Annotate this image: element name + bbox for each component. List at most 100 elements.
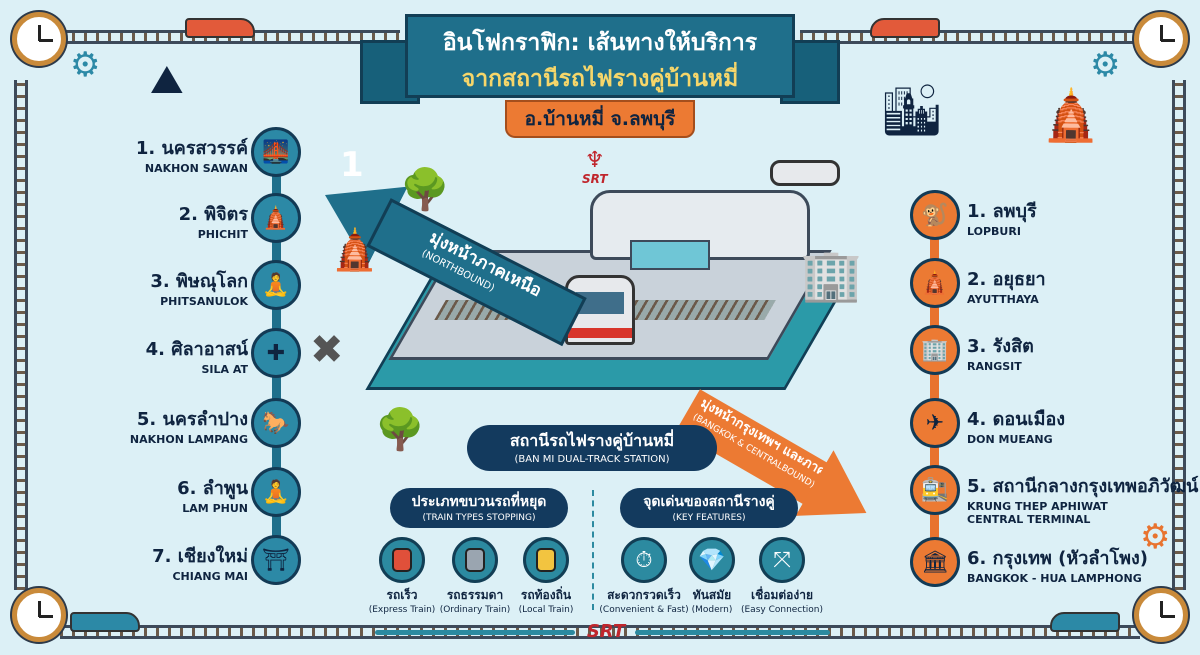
- stop-landmark-icon: 🛕: [921, 270, 949, 296]
- srt-logo: ♆ SRT: [582, 148, 608, 187]
- feature-item: เชื่อมต่อง่าย(Easy Connection): [727, 586, 837, 615]
- stop-name-th: 7. เชียงใหม่: [152, 546, 248, 567]
- northbound-label: มุ่งหน้าภาคเหนือ: [426, 227, 545, 302]
- stop-name-th: 3. พิษณุโลก: [150, 271, 248, 292]
- temple-mountain-icon: ⛰: [150, 57, 184, 103]
- features-title: จุดเด่นของสถานีรางคู่: [643, 494, 775, 510]
- tree-icon: 🌳: [375, 407, 425, 453]
- feature-en: (Modern): [691, 605, 733, 615]
- southbound-stop-marker: 🏛: [910, 537, 960, 587]
- connection-icon: ⤧: [759, 537, 805, 583]
- stop-name-en: PHITSANULOK: [160, 295, 248, 308]
- stop-name-en: CHIANG MAI: [172, 570, 248, 583]
- feature-item: ทันสมัย (Modern): [657, 586, 767, 615]
- feature-item: สะดวกรวดเร็ว (Convenient & Fast): [589, 586, 699, 615]
- northbound-stop-marker: ⛩: [251, 535, 301, 585]
- srt-logo-text: SRT: [582, 172, 608, 186]
- station-windows: [630, 240, 710, 270]
- train-illustration: [770, 160, 840, 186]
- stop-landmark-icon: ⛩: [262, 547, 290, 573]
- section-divider: [592, 490, 594, 610]
- northbound-stop: 4. ศิลาอาสน์SILA AT: [146, 334, 248, 376]
- city-skyline-icon: 🏙: [880, 81, 944, 139]
- northbound-stop: 7. เชียงใหม่ CHIANG MAI: [152, 541, 248, 583]
- feature-en: (Convenient & Fast): [599, 605, 689, 615]
- stop-name-en: NAKHON LAMPANG: [129, 433, 248, 446]
- express-train-icon: [379, 537, 425, 583]
- railway-track-border: [14, 80, 28, 590]
- southbound-stop-marker: 🐒: [910, 190, 960, 240]
- train-icon: [870, 18, 940, 38]
- features-subtitle: (KEY FEATURES): [672, 513, 746, 523]
- southbound-stop: 6. กรุงเทพ (หัวลำโพง) BANGKOK - HUA LAMPH…: [967, 543, 1148, 585]
- stop-name-th: 1. นครสวรรค์: [135, 138, 248, 159]
- train-types-subtitle: (TRAIN TYPES STOPPING): [422, 513, 536, 523]
- stop-landmark-icon: 🛕: [262, 205, 290, 231]
- railway-track-border: [800, 30, 1140, 44]
- train-type-th: รถธรรมดา: [446, 588, 504, 602]
- stop-landmark-icon: 🐎: [262, 410, 290, 436]
- stop-name-en: LAM PHUN: [182, 502, 248, 515]
- stop-name-en: DON MUEANG: [967, 433, 1053, 446]
- stop-landmark-icon: ✚: [266, 340, 286, 366]
- srt-emblem-icon: ♆: [584, 148, 605, 173]
- northbound-stop: 3. พิษณุโลก PHITSANULOK: [150, 266, 248, 308]
- gear-icon: ⚙: [1090, 45, 1121, 85]
- city-buildings-icon: 🏢: [800, 246, 863, 304]
- southbound-stop-marker: ✈: [910, 398, 960, 448]
- train-type-th: รถเร็ว: [386, 588, 418, 602]
- stop-name-th: 4. ดอนเมือง: [967, 409, 1066, 430]
- stop-name-en: LOPBURI: [967, 225, 1021, 238]
- footer-divider: [635, 630, 830, 635]
- station-name-pill: สถานีรถไฟรางคู่บ้านหมี่ (BAN MI DUAL-TRA…: [467, 425, 717, 471]
- stop-landmark-icon: 🚉: [921, 477, 949, 503]
- local-train-icon: [523, 537, 569, 583]
- clock-icon: [1134, 588, 1188, 642]
- stop-landmark-icon: 🌉: [262, 139, 290, 165]
- stop-name-th: 5. สถานีกลางกรุงเทพอภิวัฒน์: [967, 476, 1199, 497]
- diamond-icon: 💎: [689, 537, 735, 583]
- train-type-en: (Ordinary Train): [439, 605, 511, 615]
- train-type-en: (Express Train): [368, 605, 436, 615]
- tree-icon: 🌳: [400, 167, 450, 213]
- stop-name-th: 2. พิจิตร: [178, 204, 248, 225]
- stop-name-en-line2: CENTRAL TERMINAL: [967, 513, 1091, 526]
- stop-name-th: 3. รังสิต: [967, 336, 1034, 357]
- stop-name-en: RANGSIT: [967, 360, 1022, 373]
- stop-landmark-icon: 🧘: [262, 272, 290, 298]
- feature-th: ทันสมัย: [692, 588, 732, 602]
- stop-landmark-icon: ✈: [925, 410, 945, 436]
- northbound-stop-marker: 🌉: [251, 127, 301, 177]
- northbound-number: 1: [340, 145, 364, 185]
- train-icon: [185, 18, 255, 38]
- stop-landmark-icon: 🐒: [921, 202, 949, 228]
- northbound-stop-marker: 🐎: [251, 398, 301, 448]
- train-type-item: รถธรรมดา (Ordinary Train): [420, 586, 530, 615]
- southbound-stop-marker: 🚉: [910, 465, 960, 515]
- temple-icon: 🛕: [330, 227, 380, 273]
- clock-icon: [12, 12, 66, 66]
- clock-icon: [1134, 12, 1188, 66]
- station-name-en: (BAN MI DUAL-TRACK STATION): [514, 454, 670, 465]
- stop-name-th: 6. กรุงเทพ (หัวลำโพง): [967, 548, 1149, 569]
- title-line1: อินโฟกราฟิก: เส้นทางให้บริการ: [442, 30, 758, 56]
- stop-landmark-icon: 🏢: [921, 337, 949, 363]
- srt-footer-logo: SRT: [586, 621, 626, 642]
- gear-icon: ⚙: [1140, 517, 1171, 557]
- southbound-stop: 4. ดอนเมือง DON MUEANG: [967, 404, 1065, 446]
- southbound-stop-marker: 🛕: [910, 258, 960, 308]
- stop-name-th: 1. ลพบุรี: [967, 201, 1037, 222]
- feature-en: (Easy Connection): [740, 605, 824, 615]
- ordinary-train-icon: [452, 537, 498, 583]
- train-types-title: ประเภทขบวนรถที่หยุด: [411, 494, 547, 510]
- feature-th: สะดวกรวดเร็ว: [607, 588, 681, 602]
- northbound-stop-marker: ✚: [251, 328, 301, 378]
- highway-interchange-icon: ✖: [310, 327, 344, 373]
- southbound-stop: 1. ลพบุรี LOPBURI: [967, 196, 1037, 238]
- location-badge: อ.บ้านหมี่ จ.ลพบุรี: [505, 100, 695, 138]
- southbound-stop: 3. รังสิต RANGSIT: [967, 331, 1034, 373]
- train-type-en: (Local Train): [518, 605, 574, 615]
- stop-name-en: BANGKOK - HUA LAMPHONG: [967, 572, 1142, 585]
- stop-name-en: PHICHIT: [197, 228, 248, 241]
